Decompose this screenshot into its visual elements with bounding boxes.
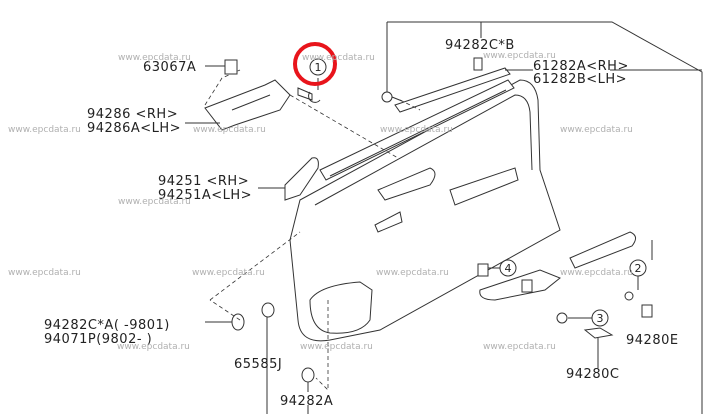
guide-line <box>315 300 329 391</box>
part-label-65585j[interactable]: 65585J <box>234 357 282 372</box>
cap-part <box>641 304 653 318</box>
watermark: www.epcdata.ru <box>483 51 556 61</box>
callout-number: 2 <box>635 262 642 275</box>
watermark: www.epcdata.ru <box>560 268 633 278</box>
watermark: www.epcdata.ru <box>117 342 190 352</box>
watermark: www.epcdata.ru <box>300 342 373 352</box>
clip-part <box>477 263 489 277</box>
door-trim-panel <box>289 79 561 342</box>
clip-part <box>473 57 483 71</box>
screw-part <box>624 291 634 301</box>
watermarks: www.epcdata.ru www.epcdata.ru www.epcdat… <box>8 51 633 352</box>
part-label-94282c-b[interactable]: 94282C*B <box>445 38 515 53</box>
watermark: www.epcdata.ru <box>193 125 266 135</box>
callout-number: 3 <box>597 312 604 325</box>
callout-2[interactable]: 2 <box>629 259 647 277</box>
callout-number: 4 <box>505 262 512 275</box>
part-label-94251-rh[interactable]: 94251 <RH> <box>158 174 249 189</box>
bracket-part <box>204 79 291 131</box>
guide-line <box>399 99 421 111</box>
watermark: www.epcdata.ru <box>483 342 556 352</box>
watermark: www.epcdata.ru <box>560 125 633 135</box>
clip-part <box>261 302 275 318</box>
watermark: www.epcdata.ru <box>118 197 191 207</box>
cap-part <box>583 327 614 339</box>
watermark: www.epcdata.ru <box>376 268 449 278</box>
callout-3[interactable]: 3 <box>591 309 609 327</box>
clip-part <box>224 59 238 75</box>
watermark: www.epcdata.ru <box>192 268 265 278</box>
part-label-94251a-lh[interactable]: 94251A<LH> <box>158 188 252 203</box>
screw-part <box>381 91 403 103</box>
watermark: www.epcdata.ru <box>118 53 191 63</box>
armrest-part <box>479 231 636 301</box>
part-label-94071p[interactable]: 94071P(9802- ) <box>44 332 152 347</box>
clip-part <box>301 367 315 383</box>
watermark: www.epcdata.ru <box>380 125 453 135</box>
group-bracket-line <box>387 21 703 414</box>
part-label-94286-rh[interactable]: 94286 <RH> <box>87 107 178 122</box>
callout-4[interactable]: 4 <box>499 259 517 277</box>
watermark: www.epcdata.ru <box>302 53 375 63</box>
callout-number: 1 <box>315 61 322 74</box>
part-label-94286a-lh[interactable]: 94286A<LH> <box>87 121 181 136</box>
part-label-94280e[interactable]: 94280E <box>626 333 679 348</box>
part-label-63067a[interactable]: 63067A <box>143 60 196 75</box>
watermark: www.epcdata.ru <box>8 268 81 278</box>
watermark: www.epcdata.ru <box>8 125 81 135</box>
part-label-94282a[interactable]: 94282A <box>280 394 333 409</box>
part-label-61282a-rh[interactable]: 61282A<RH> <box>533 59 629 74</box>
screw-part <box>556 312 568 324</box>
part-label-61282b-lh[interactable]: 61282B<LH> <box>533 72 627 87</box>
part-label-94282c-a[interactable]: 94282C*A( -9801) <box>44 318 170 333</box>
clip-part <box>231 313 245 331</box>
highlight-circle <box>293 42 337 86</box>
weatherstrip-part <box>394 67 511 113</box>
guide-line <box>209 231 301 321</box>
part-label-94280c[interactable]: 94280C <box>566 367 619 382</box>
screw-part <box>297 87 321 103</box>
handle-cover-part <box>284 157 319 201</box>
callout-1[interactable]: 1 <box>309 58 327 76</box>
